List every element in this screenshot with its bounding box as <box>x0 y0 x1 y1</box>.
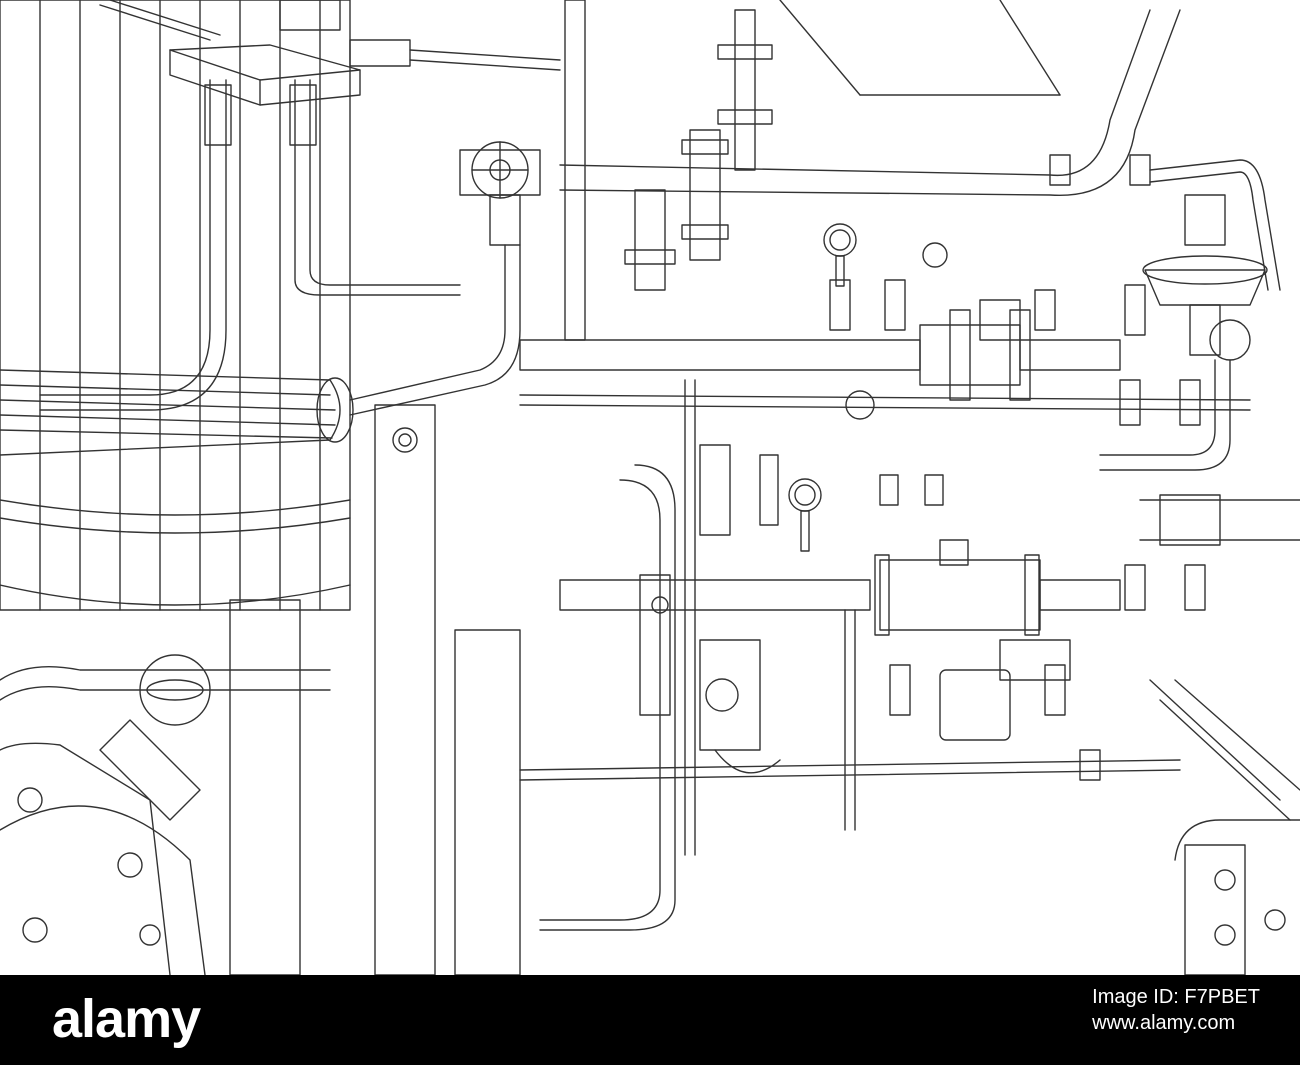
large-horizontal-pipe <box>0 369 354 456</box>
bottom-left-valve <box>0 654 331 975</box>
storage-vessel <box>0 0 351 611</box>
vertical-flanged-pipes <box>564 0 773 341</box>
right-diagonal-pipes <box>1149 679 1300 975</box>
inline-flanges <box>699 279 1300 716</box>
alamy-logo: alamy <box>52 989 201 1049</box>
bottom-pipe-run <box>519 379 1181 931</box>
site-url: www.alamy.com <box>1092 1012 1236 1034</box>
alamy-wordmark: alamy <box>52 989 201 1049</box>
image-meta: Image ID: F7PBET www.alamy.com <box>1092 983 1260 1035</box>
curved-small-pipe <box>39 79 461 411</box>
pump-unit <box>699 639 1071 774</box>
image-id-label: Image ID: F7PBET <box>1092 986 1260 1008</box>
pressure-gauges <box>788 223 948 552</box>
pressure-regulator <box>1099 194 1268 471</box>
top-manifold <box>99 0 561 106</box>
pipework-wireframe-svg <box>0 0 1300 975</box>
lower-flanged-pipe <box>559 539 1121 716</box>
pipework-illustration <box>0 0 1300 975</box>
handwheel-valve <box>349 141 541 416</box>
main-process-pipe <box>519 299 1251 411</box>
support-column <box>229 404 521 975</box>
overhead-pipe-bend <box>559 0 1281 291</box>
watermark-footer: alamy Image ID: F7PBET www.alamy.com <box>0 975 1300 1065</box>
